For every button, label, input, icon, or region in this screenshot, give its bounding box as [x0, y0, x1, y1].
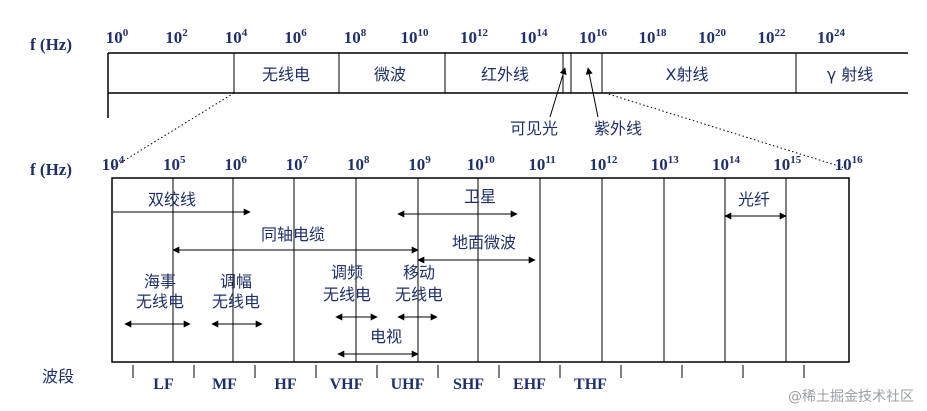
- band-ehf: EHF: [513, 376, 546, 393]
- top-axis-label: f (Hz): [30, 35, 72, 54]
- ultraviolet-arrow: [585, 67, 599, 118]
- band-separators: [132, 365, 805, 378]
- label-twisted-pair: 双绞线: [148, 190, 196, 209]
- region-microwave: 微波: [374, 65, 406, 84]
- label-maritime-1: 海事: [144, 272, 176, 291]
- top-tick-10e16: 1016: [579, 27, 608, 47]
- band-hf: HF: [274, 376, 296, 393]
- label-fiber: 光纤: [738, 190, 770, 209]
- top-tick-10e0: 100: [106, 27, 129, 47]
- top-tick-10e4: 104: [225, 27, 248, 47]
- bottom-tick-10e15: 1015: [773, 154, 802, 174]
- bottom-tick-10e9: 109: [408, 154, 431, 174]
- band-uhf: UHF: [391, 376, 425, 393]
- top-tick-10e12: 1012: [460, 27, 489, 47]
- label-terrestrial-microwave: 地面微波: [452, 233, 516, 252]
- label-mobile-2: 无线电: [395, 285, 443, 304]
- region-infrared: 红外线: [481, 65, 529, 84]
- top-tick-10e2: 102: [165, 27, 188, 47]
- bottom-tick-10e6: 106: [224, 154, 247, 174]
- band-labels: LF MF HF VHF UHF SHF EHF THF: [153, 376, 607, 393]
- top-tick-10e18: 1018: [639, 27, 668, 47]
- region-visible: 可见光: [510, 119, 558, 138]
- region-radio: 无线电: [262, 65, 310, 84]
- band-row-label: 波段: [42, 367, 74, 386]
- band-vhf: VHF: [330, 376, 364, 393]
- watermark: @稀土掘金技术社区: [788, 389, 914, 405]
- top-tick-10e22: 1022: [758, 27, 787, 47]
- top-tick-10e6: 106: [284, 27, 307, 47]
- label-maritime-2: 无线电: [136, 292, 184, 311]
- bottom-tick-10e12: 1012: [589, 154, 618, 174]
- bottom-tick-10e14: 1014: [712, 154, 741, 174]
- bottom-tick-10e11: 1011: [528, 154, 555, 174]
- bottom-tick-10e16: 1016: [835, 154, 864, 174]
- band-mf: MF: [212, 376, 237, 393]
- bottom-tick-labels: 104 105 106 107 108 109 1010 1011 1012 1013 1014 10…: [102, 154, 863, 174]
- top-tick-10e10: 1010: [401, 27, 430, 47]
- region-xray: X射线: [666, 65, 709, 84]
- top-tick-10e8: 108: [344, 27, 367, 47]
- label-fm-1: 调频: [331, 263, 363, 282]
- bottom-tick-10e4: 104: [102, 154, 125, 174]
- bottom-grid-lines: [172, 178, 787, 362]
- bottom-tick-10e13: 1013: [651, 154, 680, 174]
- label-am-1: 调幅: [220, 272, 252, 291]
- top-spectrum-bar: [107, 52, 908, 118]
- band-thf: THF: [574, 376, 607, 393]
- label-satellite: 卫星: [464, 187, 496, 206]
- region-ultraviolet: 紫外线: [594, 119, 642, 138]
- bottom-tick-10e8: 108: [347, 154, 370, 174]
- label-mobile-1: 移动: [403, 263, 435, 282]
- bottom-spectrum-box: [111, 177, 850, 363]
- top-tick-10e24: 1024: [817, 27, 846, 47]
- bottom-tick-10e10: 1010: [467, 154, 496, 174]
- top-tick-10e20: 1020: [698, 27, 727, 47]
- label-tv: 电视: [370, 327, 402, 346]
- band-shf: SHF: [453, 376, 484, 393]
- label-coax: 同轴电缆: [261, 225, 325, 244]
- bottom-axis-label: f (Hz): [30, 160, 72, 179]
- label-am-2: 无线电: [212, 292, 260, 311]
- region-gamma: γ 射线: [827, 65, 874, 84]
- top-tick-10e14: 1014: [520, 27, 549, 47]
- bottom-tick-10e7: 107: [286, 154, 309, 174]
- visible-arrow: [549, 67, 567, 118]
- label-fm-2: 无线电: [323, 285, 371, 304]
- bottom-tick-10e5: 105: [163, 154, 186, 174]
- top-tick-labels: 100 102 104 106 108 1010 1012 1014 1016 1018 1020 1…: [106, 27, 846, 47]
- band-lf: LF: [153, 376, 174, 393]
